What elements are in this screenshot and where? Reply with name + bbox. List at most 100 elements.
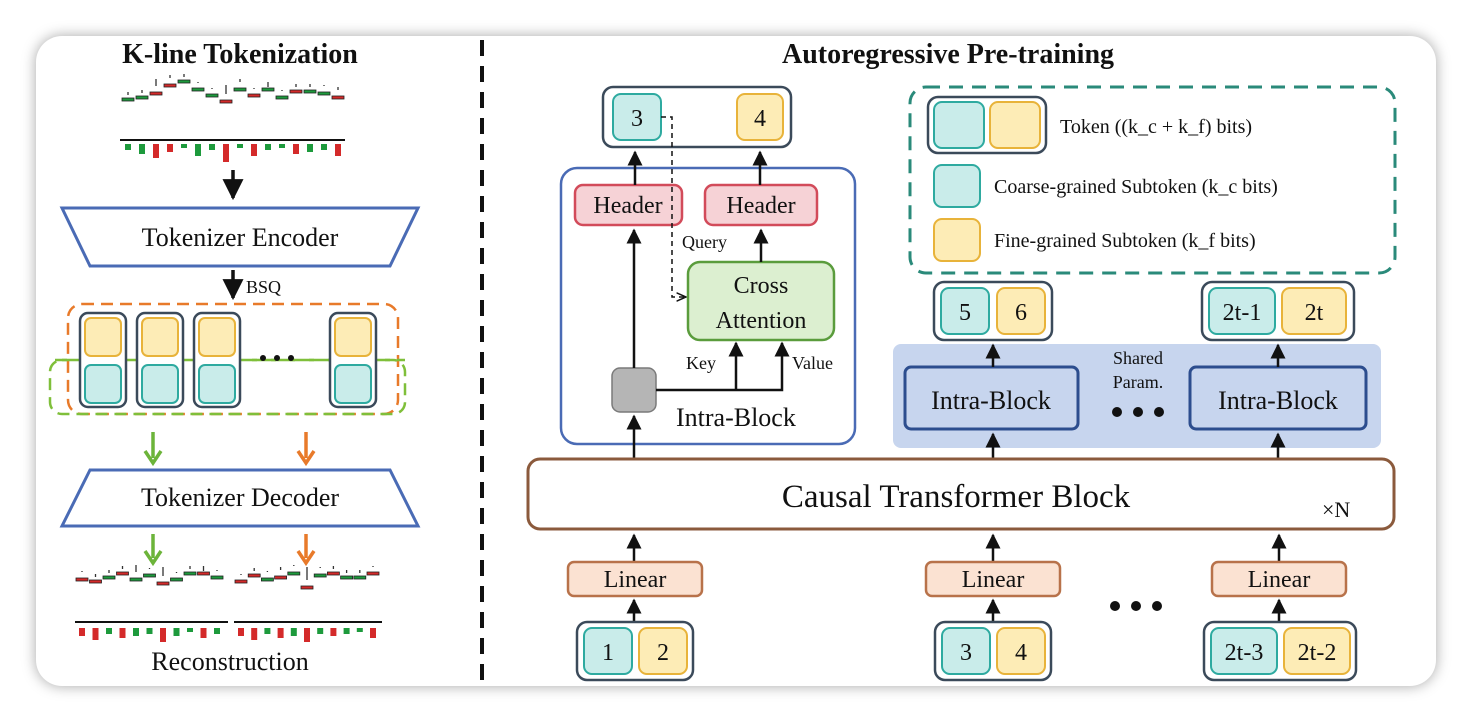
coarse-subtoken <box>198 364 236 404</box>
linear-3-label: Linear <box>1248 567 1311 593</box>
fine-subtoken <box>84 317 122 357</box>
volume-bar <box>214 628 220 634</box>
tokenizer-encoder <box>59 206 421 268</box>
query-label: Query <box>682 232 727 252</box>
candle <box>234 579 248 584</box>
legend-box <box>908 85 1397 275</box>
candle <box>261 87 275 92</box>
volume-bar <box>343 628 350 634</box>
candle <box>89 579 102 584</box>
volume-bar <box>251 628 258 640</box>
volume-bar <box>200 628 207 638</box>
input-subtoken-2t-2: 2t-2 <box>1298 640 1337 666</box>
cross-attention-label-2: Attention <box>716 308 807 334</box>
volume-bar <box>293 144 299 154</box>
candle <box>102 575 116 580</box>
volume-bar <box>251 144 257 156</box>
output-subtoken-2t-1: 2t-1 <box>1223 300 1262 326</box>
input-subtoken-2t-3: 2t-3 <box>1225 640 1264 666</box>
tokenizer-decoder <box>59 468 421 528</box>
intra-block-2-label: Intra-Block <box>1218 386 1338 415</box>
candle <box>300 585 314 590</box>
input-subtoken-2: 2 <box>657 640 669 666</box>
candle <box>317 91 331 96</box>
volume-bar <box>279 144 285 148</box>
volume-bar <box>265 144 271 150</box>
output-subtoken-2t: 2t <box>1305 300 1324 326</box>
volume-bar <box>223 144 229 162</box>
coarse-subtoken <box>141 364 179 404</box>
ellipsis-inputs <box>1110 601 1162 611</box>
volume-bar <box>277 628 284 638</box>
candle <box>287 571 301 576</box>
kline-chart-recon-coarse <box>75 565 228 642</box>
candle <box>197 571 210 576</box>
volume-bar <box>335 144 341 156</box>
dashed-feedback-arrow <box>661 116 686 297</box>
candle <box>219 99 233 104</box>
kline-chart-top <box>120 74 345 162</box>
input-subtoken-1: 1 <box>602 640 614 666</box>
volume-bar <box>330 628 337 636</box>
candle <box>331 95 345 100</box>
candle <box>75 577 89 582</box>
candle <box>210 575 224 580</box>
volume-bar <box>304 628 310 642</box>
token-sequence <box>48 302 407 416</box>
tokenizer-decoder-label: Tokenizer Decoder <box>141 483 339 512</box>
shared-param-label-1: Shared <box>1113 348 1163 368</box>
candle <box>143 573 156 578</box>
candle <box>366 571 380 576</box>
ellipsis-intra <box>1112 407 1164 417</box>
volume-bar <box>187 628 193 632</box>
input-subtoken-4: 4 <box>1015 640 1027 666</box>
volume-bar <box>181 144 187 148</box>
candle <box>303 89 317 94</box>
volume-bar <box>238 628 244 636</box>
causal-transformer-label: Causal Transformer Block <box>782 479 1131 515</box>
cross-attention-label-1: Cross <box>734 273 789 299</box>
legend-fine-label: Fine-grained Subtoken (k_f bits) <box>994 230 1256 252</box>
intra-block-1 <box>903 365 1080 431</box>
candle <box>326 571 340 576</box>
fine-subtoken <box>198 317 236 357</box>
volume-bar <box>321 144 327 150</box>
coarse-group-outline <box>48 358 407 416</box>
volume-bar <box>146 628 153 634</box>
output-subtoken-3: 3 <box>631 106 643 132</box>
volume-bar <box>317 628 324 634</box>
candle <box>353 575 367 580</box>
coarse-subtoken <box>334 364 372 404</box>
volume-bar <box>160 628 166 642</box>
volume-bar <box>195 144 201 156</box>
candle <box>121 97 135 102</box>
candle <box>177 79 191 84</box>
candle <box>274 575 288 580</box>
legend-fine-swatch <box>933 218 981 262</box>
candle <box>149 91 163 96</box>
legend-coarse-swatch <box>933 164 981 208</box>
volume-bar <box>153 144 159 158</box>
candle <box>135 95 149 100</box>
candle <box>289 89 303 94</box>
volume-bar <box>237 144 243 148</box>
kline-chart-recon-fine <box>234 565 382 642</box>
candle <box>183 571 197 576</box>
right-panel-title: Autoregressive Pre-training <box>782 39 1114 70</box>
candle <box>275 95 289 100</box>
fine-subtoken <box>141 317 179 357</box>
candle <box>163 83 177 88</box>
candle <box>340 575 354 580</box>
volume-bar <box>125 144 131 150</box>
candle <box>191 87 205 92</box>
volume-bar <box>92 628 99 640</box>
header-left-label: Header <box>593 193 662 219</box>
candle <box>116 571 129 576</box>
candle <box>205 93 219 98</box>
candle <box>260 577 274 582</box>
key-label: Key <box>686 353 716 373</box>
candle <box>313 573 327 578</box>
reconstruction-label: Reconstruction <box>151 647 308 676</box>
output-subtoken-4: 4 <box>754 106 766 132</box>
